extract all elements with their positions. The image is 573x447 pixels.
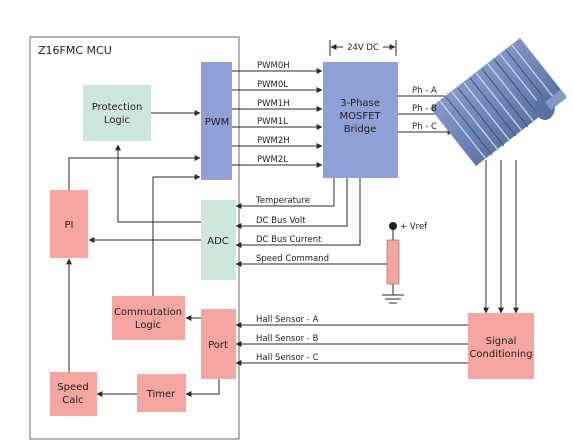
adc-input-label: DC Bus Current (256, 235, 322, 245)
supply-label: 24V DC (347, 43, 379, 53)
bridge-label-1: 3-Phase (340, 98, 380, 109)
pi-block (50, 190, 88, 258)
adc-input-label: Temperature (255, 196, 310, 206)
protection-logic-label-2: Logic (104, 115, 130, 126)
pwm-signal-label: PWM2L (257, 155, 288, 165)
port-block (201, 309, 236, 379)
speed-calc-label-1: Speed (57, 382, 88, 393)
bridge-label-2: MOSFET (339, 111, 381, 122)
commutation-label-1: Commutation (114, 307, 182, 318)
timer-label: Timer (146, 389, 176, 400)
speed-calc-block (50, 372, 97, 416)
bridge-block (323, 62, 398, 178)
phase-label: Ph - A (412, 86, 437, 96)
pwm-signal-label: PWM2H (257, 136, 290, 146)
pwm-signal-label: PWM0H (257, 61, 290, 71)
adc-block (201, 200, 236, 280)
motor-icon (430, 38, 567, 166)
commutation-logic-block (112, 296, 185, 340)
pwm-label: PWM (205, 117, 230, 128)
pi-label: PI (65, 220, 74, 231)
signal-label-2: Conditioning (469, 349, 532, 360)
port-label: Port (208, 340, 228, 351)
protection-logic-block (83, 85, 151, 141)
pwm-signal-label: PWM1H (257, 99, 290, 109)
hall-sensor-label: Hall Sensor - B (256, 334, 319, 344)
signal-label-1: Signal (486, 336, 517, 347)
potentiometer-icon (386, 239, 400, 285)
pwm-signal-label: PWM0L (257, 80, 288, 90)
signal-conditioning-block (468, 313, 534, 379)
timer-block (137, 374, 186, 412)
protection-logic-label-1: Protection (92, 102, 143, 113)
commutation-label-2: Logic (135, 320, 161, 331)
phase-label: Ph - C (412, 122, 437, 132)
vref-node-icon (389, 222, 397, 230)
adc-input-label: Speed Command (256, 254, 329, 264)
phase-label: Ph - B (412, 104, 437, 114)
vref-label: + Vref (400, 222, 428, 232)
hall-sensor-label: Hall Sensor - A (256, 315, 319, 325)
hall-sensor-label: Hall Sensor - C (256, 353, 319, 363)
bridge-label-3: Bridge (344, 124, 377, 135)
adc-label: ADC (207, 236, 229, 247)
pwm-block (201, 62, 232, 180)
pwm-signal-label: PWM1L (257, 117, 288, 127)
speed-calc-label-2: Calc (62, 395, 83, 406)
mcu-title: Z16FMC MCU (38, 44, 112, 57)
adc-input-label: DC Bus Volt (256, 216, 306, 226)
